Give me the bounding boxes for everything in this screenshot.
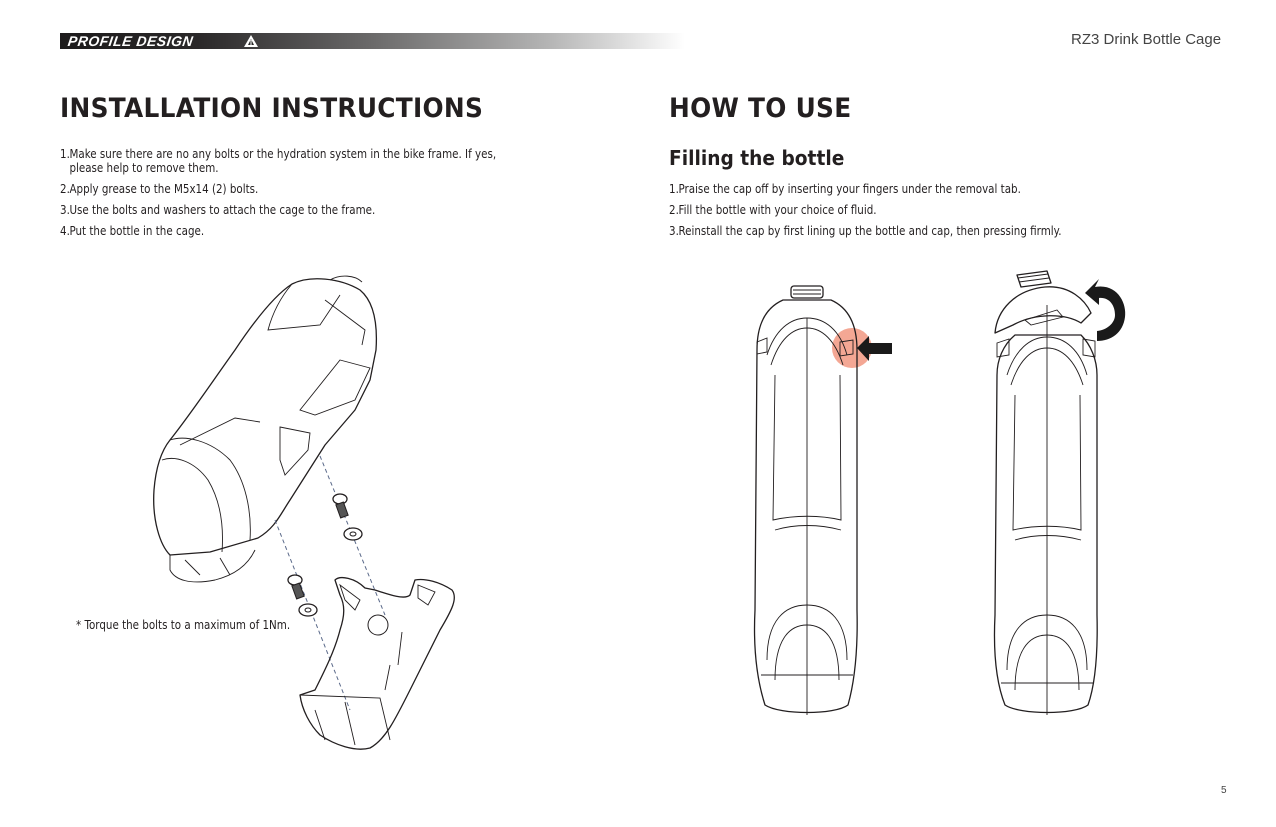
step-text-continued: please help to remove them. <box>69 161 219 175</box>
step-number: 3. <box>60 203 70 217</box>
step-number: 1. <box>60 147 70 161</box>
bolt-icon <box>332 493 363 541</box>
alignment-line <box>274 519 351 711</box>
step-number: 1. <box>669 182 679 196</box>
bottle-front-view-tab <box>753 285 892 715</box>
page-number: 5 <box>1221 785 1227 796</box>
exploded-view-illustration <box>153 275 455 750</box>
installation-steps: 1. Make sure there are no any bolts or t… <box>60 147 567 245</box>
brand-name: PROFILE DESIGN <box>66 33 195 49</box>
filling-step: 1. Praise the cap off by inserting your … <box>669 182 1062 196</box>
step-text: Use the bolts and washers to attach the … <box>69 203 376 217</box>
document-title: RZ3 Drink Bottle Cage <box>1071 31 1222 48</box>
installation-step: 3. Use the bolts and washers to attach t… <box>60 203 496 217</box>
brand-bar: PROFILE DESIGN <box>60 33 685 49</box>
installation-step: 4. Put the bottle in the cage. <box>60 224 496 238</box>
installation-step: 1. Make sure there are no any bolts or t… <box>60 147 496 175</box>
filling-subtitle: Filling the bottle <box>669 146 845 170</box>
arrow-left-icon <box>857 336 892 361</box>
step-text: Reinstall the cap by first lining up the… <box>678 224 1062 238</box>
step-number: 4. <box>60 224 70 238</box>
step-text: Put the bottle in the cage. <box>69 224 205 238</box>
step-text: Make sure there are no any bolts or the … <box>69 147 497 161</box>
step-number: 2. <box>669 203 679 217</box>
installation-title: INSTALLATION INSTRUCTIONS <box>60 93 484 124</box>
bottle-drawing <box>153 275 378 583</box>
cage-drawing <box>299 577 455 750</box>
how-to-use-title: HOW TO USE <box>669 93 852 124</box>
torque-note: * Torque the bolts to a maximum of 1Nm. <box>76 618 291 632</box>
step-number: 3. <box>669 224 679 238</box>
rotate-arrow-icon <box>1085 279 1126 341</box>
bottle-drawing <box>753 285 858 715</box>
removal-tab-highlight <box>832 328 872 368</box>
step-text: Praise the cap off by inserting your fin… <box>678 182 1021 196</box>
filling-step: 3. Reinstall the cap by first lining up … <box>669 224 1062 238</box>
triangle-logo-icon <box>244 35 258 47</box>
bottle-drawing <box>993 270 1098 715</box>
step-number: 2. <box>60 182 70 196</box>
bottle-front-view-cap-open <box>993 270 1126 715</box>
installation-step: 2. Apply grease to the M5x14 (2) bolts. <box>60 182 496 196</box>
step-text: Fill the bottle with your choice of flui… <box>678 203 877 217</box>
filling-step: 2. Fill the bottle with your choice of f… <box>669 203 1062 217</box>
step-text: Apply grease to the M5x14 (2) bolts. <box>69 182 259 196</box>
bolt-icon <box>287 574 318 617</box>
filling-steps: 1. Praise the cap off by inserting your … <box>669 182 1125 245</box>
